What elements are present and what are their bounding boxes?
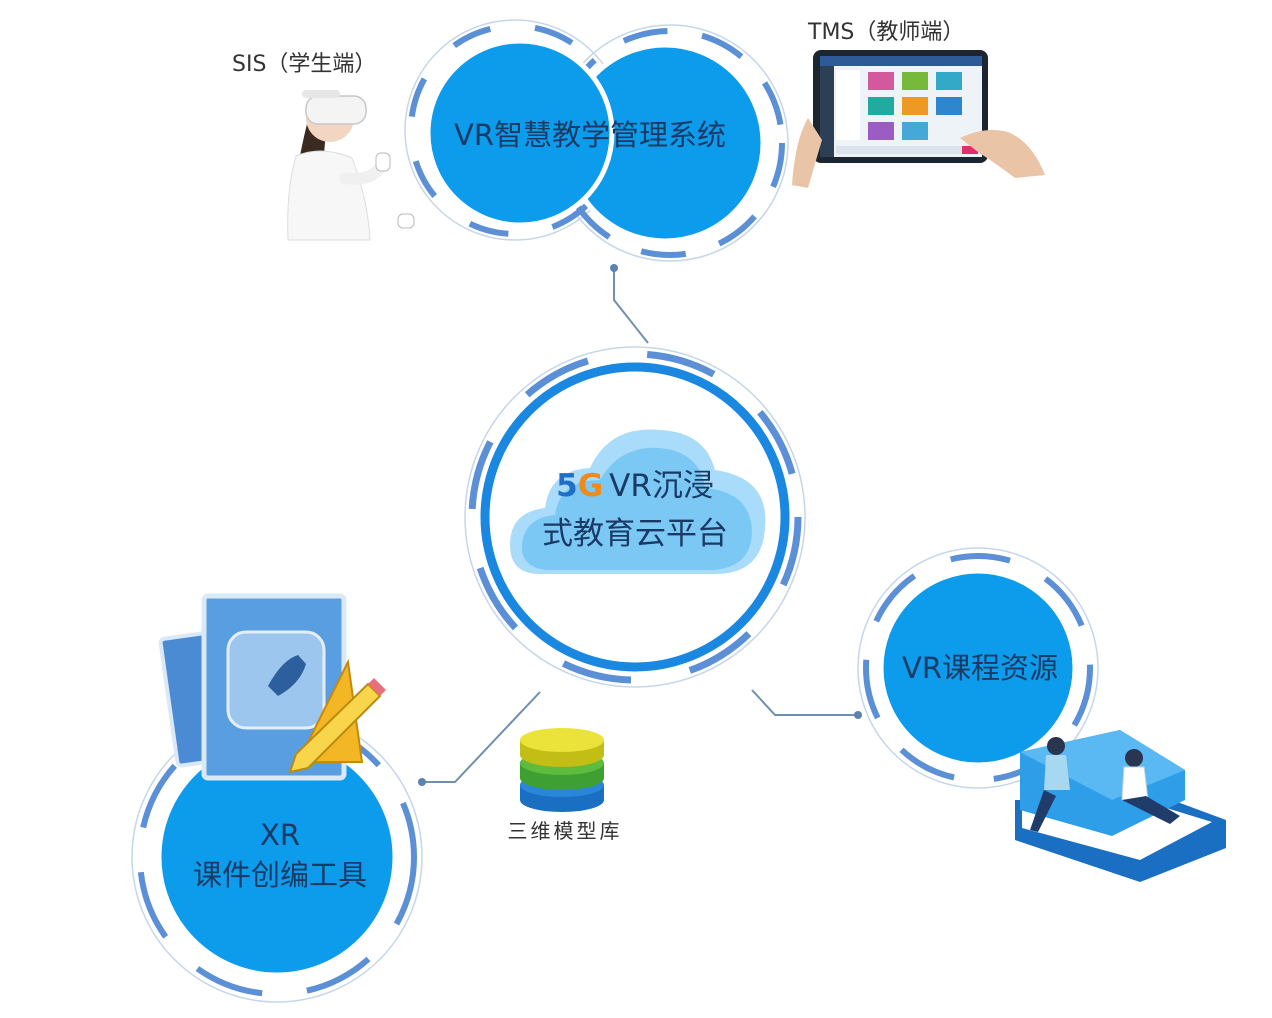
right-arc-ring — [863, 553, 1093, 783]
tablet-header-bar — [820, 56, 982, 66]
model-library-icon — [520, 728, 604, 812]
right-outer-ring — [857, 547, 1099, 789]
connector-lines — [422, 268, 858, 783]
center-title-line2: 式教育云平台 — [542, 516, 728, 552]
connector-dot-top — [610, 264, 618, 272]
tablet-status-bar — [836, 146, 982, 154]
teacher-tablet-illustration — [792, 50, 1045, 188]
left-arc-ring — [137, 717, 417, 997]
student-terminal-label: SIS（学生端） — [232, 52, 377, 77]
authoring-tool-title: XR 课件创编工具 — [160, 815, 400, 895]
right-circle — [878, 568, 1078, 768]
model-library-label: 三维模型库 — [507, 819, 623, 843]
tablet-action-button — [962, 146, 978, 154]
vr-headset-strap — [302, 90, 340, 98]
center-outer-ring — [464, 346, 806, 688]
tablet-nav-panel — [836, 70, 860, 140]
teacher-hand-left — [792, 118, 822, 188]
teacher-hand-right — [960, 130, 1045, 178]
top-system-node — [404, 19, 789, 262]
reader-person-left — [1030, 737, 1070, 832]
center-platform-node — [464, 346, 806, 688]
vr-student-illustration — [287, 90, 415, 241]
vr-headset-icon — [305, 95, 367, 125]
teacher-terminal-label: TMS（教师端） — [808, 20, 965, 45]
top-system-title: VR智慧教学管理系统 — [454, 118, 726, 152]
badge-5: 5 — [556, 468, 578, 504]
connector-right-center — [751, 689, 858, 716]
cloud-icon — [510, 429, 766, 574]
tablet-sidebar — [820, 66, 834, 157]
connector-left-center — [422, 691, 541, 783]
vr-controller-icon — [375, 152, 391, 172]
student-body — [287, 150, 371, 241]
reader-person-right — [1121, 749, 1180, 824]
design-tools-illustration — [158, 593, 386, 781]
authoring-line2: 课件创编工具 — [192, 858, 367, 892]
course-resources-title: VR课程资源 — [902, 651, 1058, 685]
center-line1-text: VR沉浸 — [609, 468, 714, 504]
rocket-icon — [268, 655, 306, 696]
authoring-line1: XR — [259, 818, 301, 852]
top-circle-left — [425, 38, 615, 228]
course-resources-node — [857, 547, 1099, 789]
connector-dot-left — [418, 778, 426, 786]
connector-dot-right — [854, 711, 862, 719]
connector-top-center — [613, 268, 649, 344]
tablet-app-tiles — [868, 72, 962, 140]
badge-g: G — [577, 468, 604, 504]
books-readers-illustration — [1015, 730, 1226, 882]
vr-controller-icon-2 — [397, 213, 415, 229]
pencil-eraser — [368, 678, 386, 696]
center-arc-ring — [468, 350, 802, 684]
connector-dots — [418, 264, 862, 786]
